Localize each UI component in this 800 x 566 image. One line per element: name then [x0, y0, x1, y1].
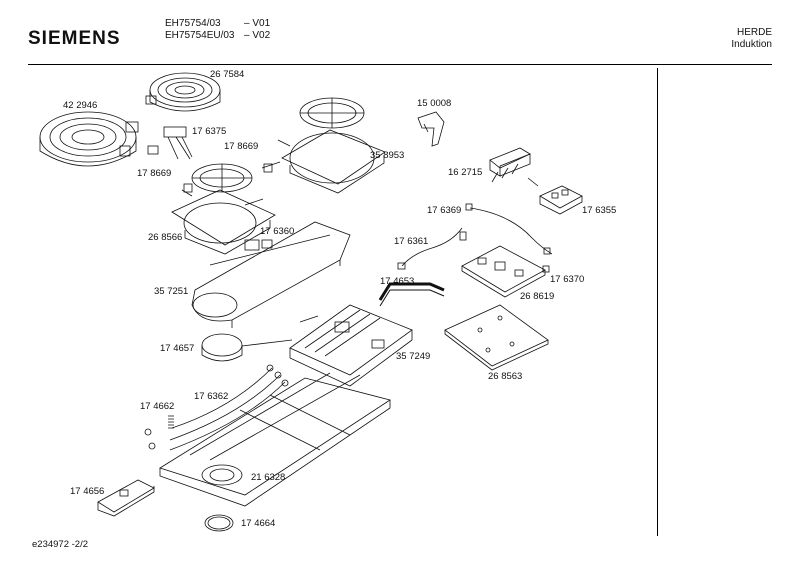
part-label-268566: 26 8566	[148, 232, 183, 243]
bracket-150008-drawing	[417, 111, 445, 147]
part-label-176355: 17 6355	[582, 205, 617, 216]
siemens-logo: SIEMENS	[28, 28, 121, 49]
part-label-176360: 17 6360	[260, 226, 295, 237]
model-variant-1: – V01	[244, 18, 271, 29]
housing-216328-drawing	[159, 372, 391, 507]
buttons-162715-drawing	[489, 147, 531, 183]
part-label-174657: 17 4657	[160, 343, 195, 354]
document-id: e234972 -2/2	[32, 539, 88, 550]
part-label-176370: 17 6370	[550, 274, 585, 285]
part-label-268619: 26 8619	[520, 291, 555, 302]
power-board-357249-drawing	[289, 304, 413, 387]
coil-plate-358953-drawing	[261, 129, 386, 194]
ribbon-174653-drawing	[378, 282, 445, 307]
part-label-176375: 17 6375	[192, 126, 227, 137]
product-category: HERDE Induktion	[731, 27, 772, 51]
part-label-150008: 15 0008	[417, 98, 452, 109]
part-label-174653: 17 4653	[380, 276, 415, 287]
part-label-422946: 42 2946	[63, 100, 98, 111]
part-label-268563: 26 8563	[488, 371, 523, 382]
category-label: Induktion	[731, 39, 772, 50]
part-label-174662: 17 4662	[140, 401, 175, 412]
fan-housing-357251-drawing	[191, 221, 351, 328]
coil-small-drawing	[145, 72, 221, 112]
fan-174657-drawing	[201, 333, 293, 362]
spacer-rings-drawing	[191, 97, 365, 193]
connector-176375-drawing	[147, 126, 193, 160]
part-label-176361: 17 6361	[394, 236, 429, 247]
part-174656-drawing	[97, 479, 155, 517]
part-label-178669-a: 17 8669	[224, 141, 259, 152]
cable-176361-drawing	[397, 227, 467, 270]
cable-176369-drawing	[465, 203, 553, 255]
right-margin-divider	[657, 68, 658, 536]
coil-large-drawing	[39, 111, 139, 167]
spring-174662-drawing	[168, 415, 174, 429]
cables-176362-drawing	[144, 364, 289, 451]
coil-plate-268566-drawing	[171, 189, 276, 255]
sensor-176355-drawing	[527, 177, 583, 215]
ring-174664-drawing	[204, 514, 234, 532]
board-268619-drawing	[461, 245, 546, 298]
model-variant-2: – V02	[244, 30, 271, 41]
part-label-178669-b: 17 8669	[137, 168, 172, 179]
brand-label: HERDE	[736, 27, 772, 38]
model-number-2: EH75754EU/03	[165, 30, 235, 41]
small-parts-drawing	[183, 163, 550, 273]
part-label-358953: 35 8953	[370, 150, 405, 161]
model-number-1: EH75754/03	[165, 18, 221, 29]
part-label-267584: 26 7584	[210, 69, 245, 80]
part-label-176369: 17 6369	[427, 205, 462, 216]
part-label-216328: 21 6328	[251, 472, 286, 483]
part-label-357249: 35 7249	[396, 351, 431, 362]
plate-268563-drawing	[444, 304, 549, 371]
header-divider	[28, 64, 772, 65]
part-label-174656: 17 4656	[70, 486, 105, 497]
part-label-174664: 17 4664	[241, 518, 276, 529]
part-label-176362: 17 6362	[194, 391, 229, 402]
part-label-162715: 16 2715	[448, 167, 483, 178]
part-label-357251: 35 7251	[154, 286, 189, 297]
